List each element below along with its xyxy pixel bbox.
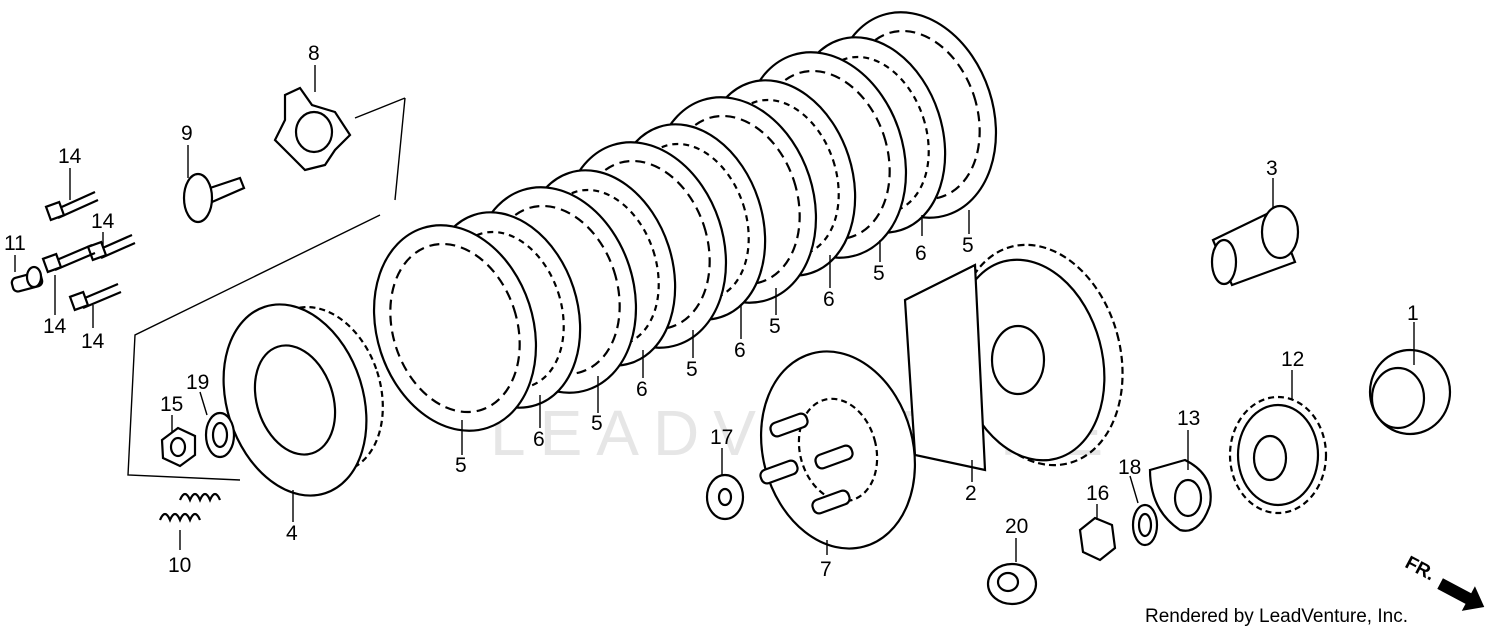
lock-washer (204, 411, 236, 459)
front-label: FR. (1402, 552, 1439, 585)
friction-disc (372, 224, 538, 432)
clutch-plate-stack (372, 11, 998, 432)
callout-17: 17 (710, 426, 733, 449)
drive-gear (1228, 395, 1328, 515)
bolt (86, 233, 136, 262)
callout-10: 10 (168, 554, 191, 577)
lifter-rod-bearing (182, 172, 246, 224)
callout-5: 5 (455, 454, 467, 477)
clutch-outer-housing (903, 243, 1124, 472)
callout-5: 5 (591, 412, 603, 435)
leader-lines (14, 65, 1415, 562)
spring-washer (1131, 503, 1159, 547)
callout-6: 6 (533, 428, 545, 451)
callout-5: 5 (873, 262, 885, 285)
callout-14: 14 (58, 145, 82, 168)
callout-14: 14 (81, 330, 105, 353)
callout-8: 8 (308, 42, 320, 65)
callout-2: 2 (965, 482, 977, 505)
lock-nut (160, 426, 197, 468)
callout-14: 14 (91, 210, 115, 233)
callout-9: 9 (181, 122, 193, 145)
front-arrow-icon (1437, 578, 1485, 611)
gear-lock-washer (1148, 458, 1212, 532)
render-credit: Rendered by LeadVenture, Inc. (1144, 606, 1408, 627)
group-bracket (127, 97, 406, 481)
thrust-washer (705, 473, 745, 521)
clutch-pin (10, 265, 44, 293)
bolt (44, 190, 99, 222)
callout-12: 12 (1281, 348, 1304, 371)
hex-nut (1078, 516, 1117, 562)
callout-1: 1 (1407, 302, 1419, 325)
outer-guide-collar (1210, 204, 1300, 287)
clutch-center-plate (759, 350, 917, 550)
callout-7: 7 (820, 558, 832, 581)
front-direction-indicator: FR. (1402, 552, 1485, 611)
callout-3: 3 (1266, 157, 1278, 180)
callout-15: 15 (160, 393, 183, 416)
callout-20: 20 (1005, 515, 1028, 538)
callout-6: 6 (734, 339, 746, 362)
callout-11: 11 (4, 232, 26, 255)
callout-6: 6 (823, 288, 835, 311)
callout-5: 5 (686, 358, 698, 381)
callout-4: 4 (286, 522, 298, 545)
callout-5: 5 (962, 234, 974, 257)
needle-bearing (1368, 348, 1452, 436)
bolt (41, 243, 96, 274)
callout-16: 16 (1086, 482, 1109, 505)
callout-13: 13 (1177, 407, 1200, 430)
callout-6: 6 (915, 242, 927, 265)
callout-6: 6 (636, 378, 648, 401)
bolt (68, 282, 122, 312)
callout-labels: 1 2 3 4 5 5 5 5 5 5 6 6 6 6 6 7 8 9 10 1… (4, 42, 1419, 581)
clutch-springs (158, 492, 222, 523)
callout-5: 5 (769, 315, 781, 338)
callout-18: 18 (1118, 456, 1141, 479)
callout-14: 14 (43, 315, 67, 338)
oil-seal (986, 562, 1038, 606)
clutch-lifter-plate (273, 86, 352, 172)
callout-19: 19 (186, 371, 209, 394)
